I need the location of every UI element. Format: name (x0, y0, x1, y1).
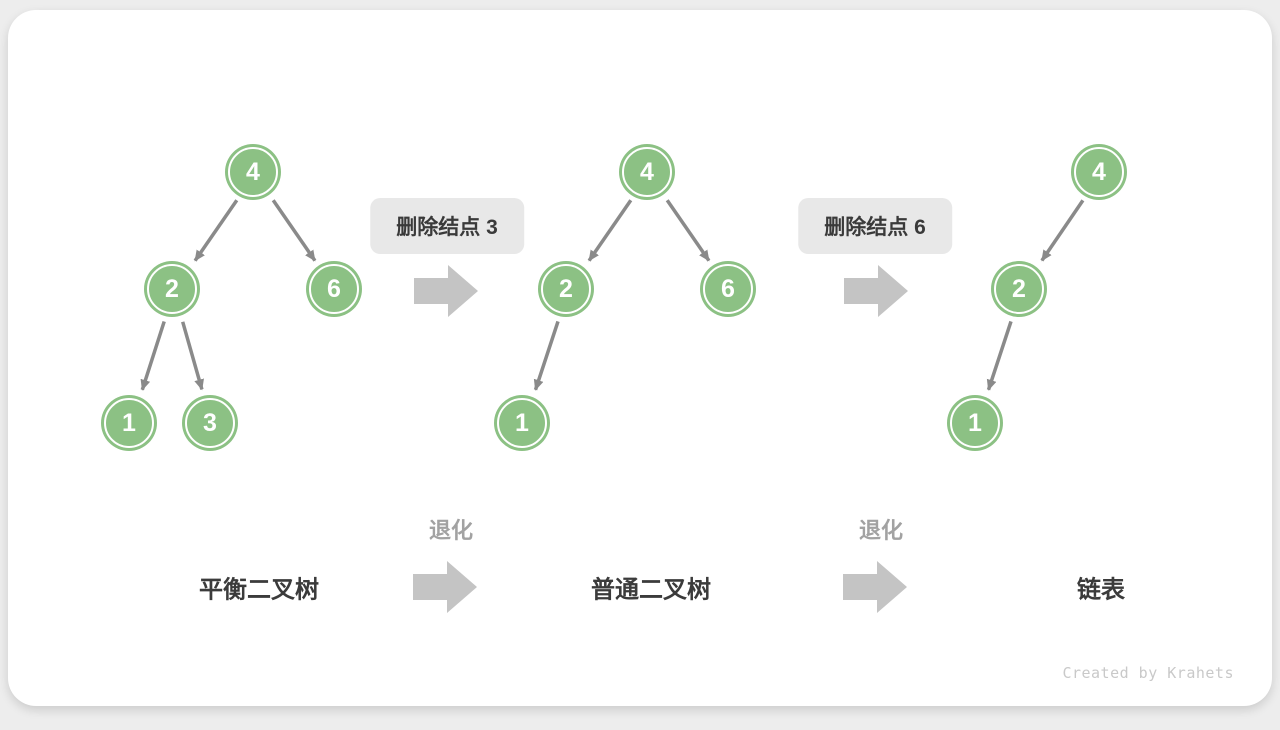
tree-node-4: 4 (1074, 147, 1124, 197)
tree-edge (181, 321, 204, 391)
stage-label: 平衡二叉树 (199, 576, 319, 604)
tree-node-value: 4 (246, 157, 260, 186)
degrade-label: 退化 (858, 518, 904, 543)
tree-node-2: 2 (994, 264, 1044, 314)
tree-edges-layer (140, 199, 1085, 613)
tree-node-6: 6 (309, 264, 359, 314)
tree-node-value: 2 (559, 274, 573, 303)
tree-node-value: 2 (1012, 274, 1026, 303)
transform-arrow-icon (843, 561, 907, 613)
tree-node-1: 1 (104, 398, 154, 448)
tree-node-value: 1 (968, 408, 982, 437)
tree-node-value: 3 (203, 408, 217, 437)
degrade-label: 退化 (428, 518, 474, 543)
tree-node-6: 6 (703, 264, 753, 314)
tree-node-1: 1 (497, 398, 547, 448)
tree-edge (193, 199, 239, 262)
transform-arrow-icon (414, 265, 478, 317)
stage-label: 链表 (1077, 576, 1125, 604)
diagram-card: 4 2 6 1 3 4 2 6 1 4 2 1 删除结点 3 删除结点 6 退化 退化平衡二叉树 普通二叉树… (8, 10, 1272, 706)
tree-edge (665, 199, 711, 262)
operation-badge: 删除结点 3 (370, 198, 524, 254)
tree-node-2: 2 (541, 264, 591, 314)
operation-badge: 删除结点 6 (798, 198, 952, 254)
watermark-credit: Created by Krahets (1062, 664, 1234, 682)
tree-node-value: 4 (1092, 157, 1106, 186)
tree-edge (986, 320, 1013, 391)
tree-node-4: 4 (622, 147, 672, 197)
tree-edge (271, 199, 317, 262)
tree-node-value: 6 (721, 274, 735, 303)
tree-node-value: 2 (165, 274, 179, 303)
tree-edge (587, 199, 633, 262)
tree-edge (533, 320, 560, 391)
tree-edge (1040, 199, 1085, 262)
tree-node-value: 1 (122, 408, 136, 437)
tree-node-2: 2 (147, 264, 197, 314)
tree-edge (140, 320, 166, 391)
stage-label: 普通二叉树 (591, 576, 711, 604)
tree-node-3: 3 (185, 398, 235, 448)
tree-node-value: 1 (515, 408, 529, 437)
tree-node-1: 1 (950, 398, 1000, 448)
transform-arrow-icon (844, 265, 908, 317)
tree-node-value: 6 (327, 274, 341, 303)
transform-arrow-icon (413, 561, 477, 613)
tree-node-4: 4 (228, 147, 278, 197)
tree-node-value: 4 (640, 157, 654, 186)
